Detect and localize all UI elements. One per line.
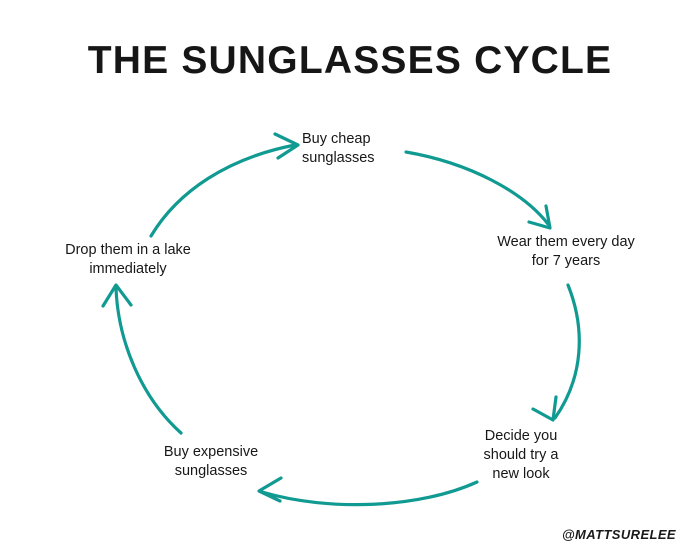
- arrow-wear-to-decide-head: [531, 395, 558, 422]
- cycle-step-drop-them-in-a-lake: Drop them in a lake immediately: [65, 242, 191, 278]
- arrow-decide-to-expensive-path: [260, 480, 479, 507]
- arrow-drop-to-cheap-path: [149, 143, 297, 238]
- cycle-step-buy-expensive-sunglasses: Buy expensive sunglasses: [163, 444, 259, 480]
- cycle-step-wear-them-every-day: Wear them every day for 7 years: [497, 234, 635, 270]
- arrow-wear-to-decide-path: [553, 283, 581, 420]
- arrow-cheap-to-wear-path: [404, 150, 550, 226]
- arrow-decide-to-expensive-head: [257, 476, 283, 503]
- arrow-expensive-to-drop-head: [101, 283, 133, 308]
- arrow-expensive-to-drop-path: [114, 286, 183, 435]
- arrow-drop-to-cheap-head: [273, 132, 300, 160]
- page-title: THE SUNGLASSES CYCLE: [87, 39, 613, 82]
- cycle-step-buy-cheap-sunglasses: Buy cheap sunglasses: [302, 131, 375, 167]
- cycle-step-decide-new-look: Decide you should try a new look: [483, 428, 559, 483]
- watermark-credit: @MATTSURELEE: [561, 527, 676, 542]
- arrow-cheap-to-wear-head: [527, 204, 552, 230]
